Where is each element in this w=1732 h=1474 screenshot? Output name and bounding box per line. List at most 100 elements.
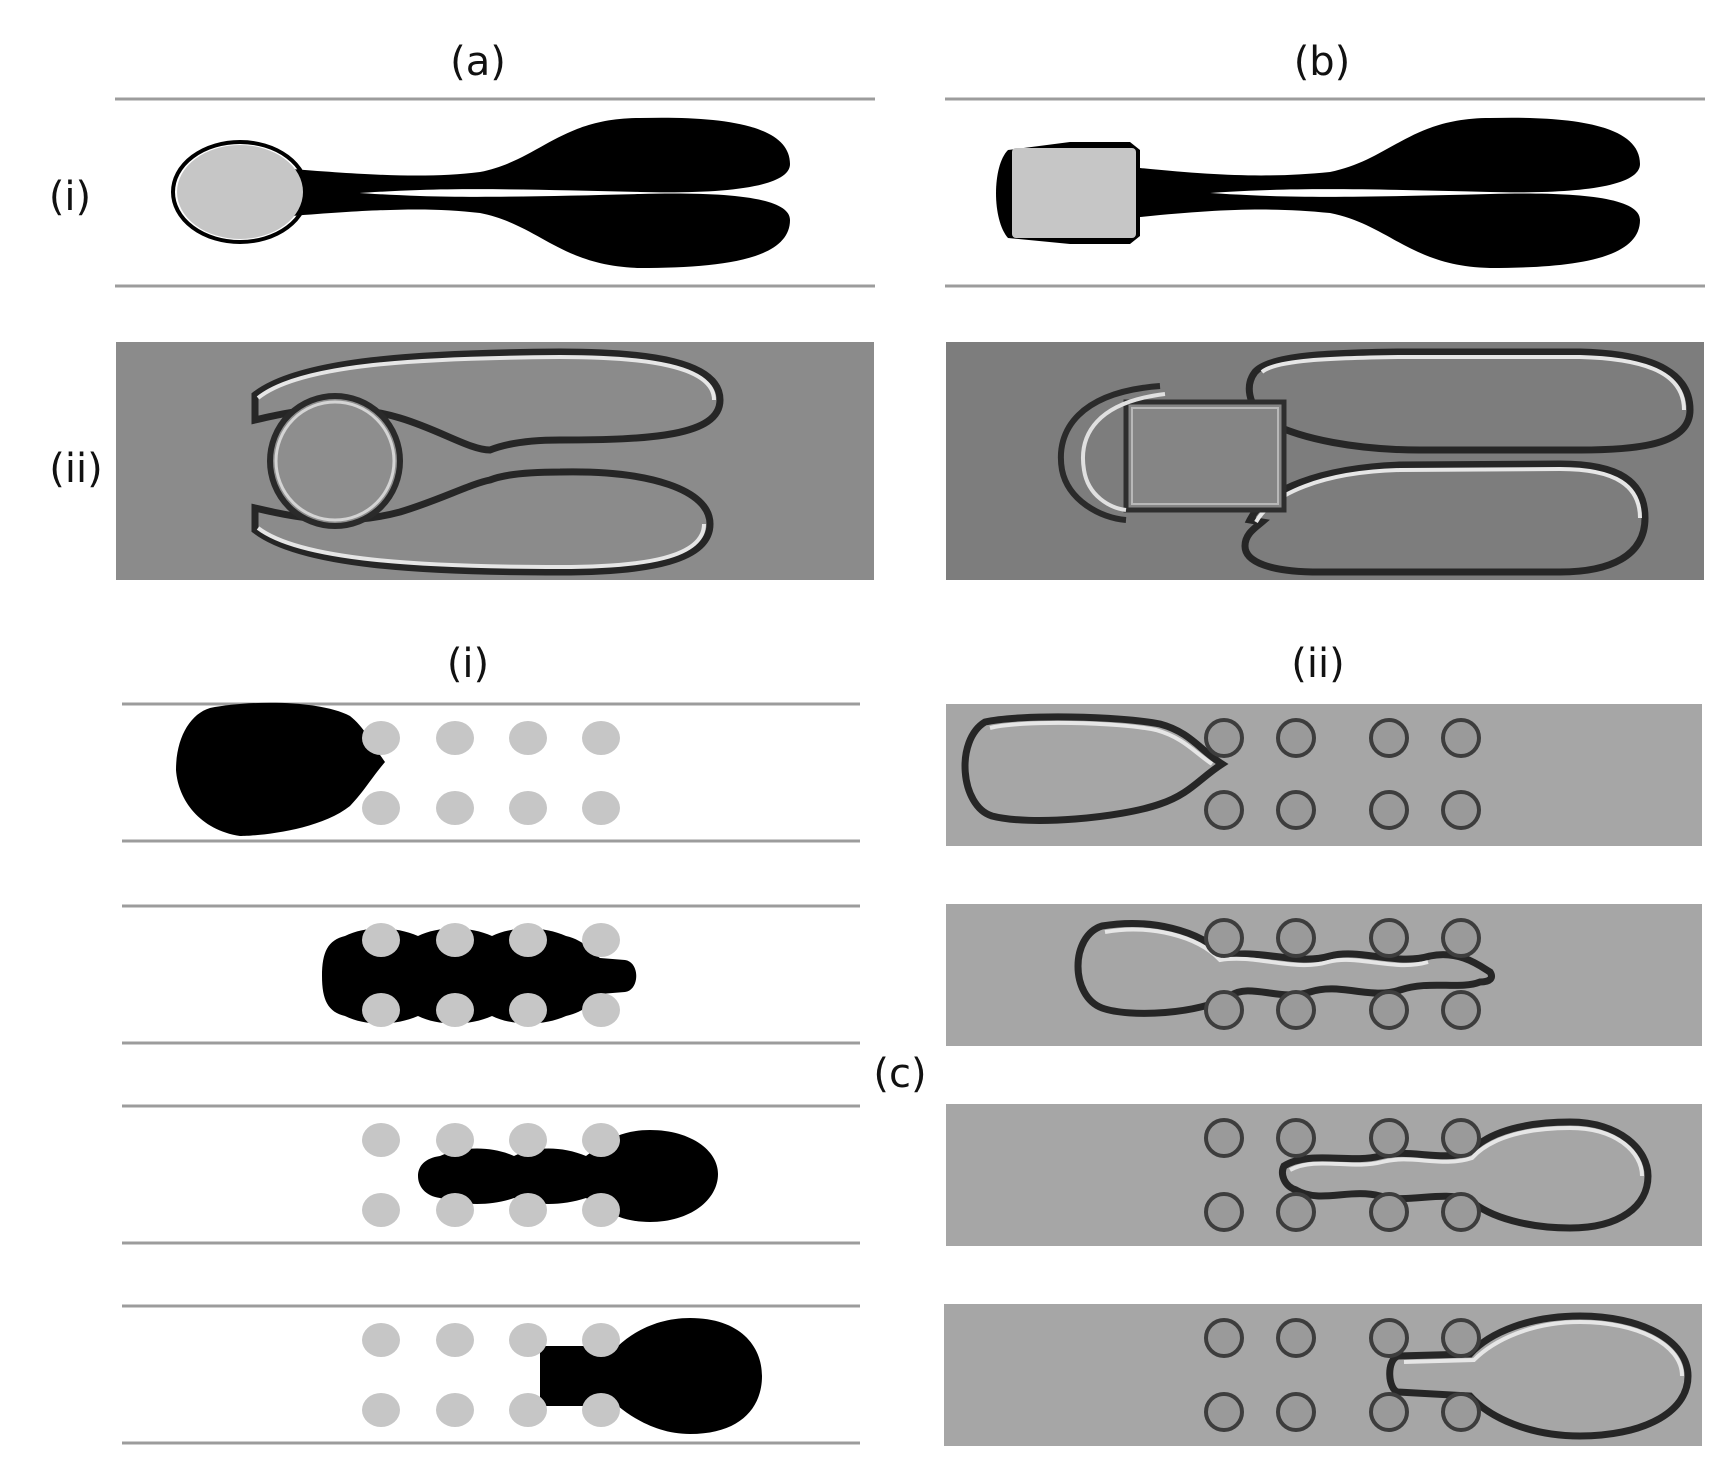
photo-background [946,704,1702,846]
pillar [1276,1192,1316,1232]
pillar [362,1193,400,1227]
frame-3 [362,1123,718,1227]
particle-highlight [274,400,396,522]
pillar [1369,1392,1409,1432]
pillar [582,1323,620,1357]
droplet-lower-finger [251,468,714,576]
droplet-rim-highlight [256,523,706,570]
pillar [436,1123,474,1157]
droplet-upper-lobe [1140,117,1640,199]
pillar [509,1123,547,1157]
pillar [1204,1192,1244,1232]
pillar [509,791,547,825]
circular-particle [177,145,303,239]
pillar [582,1123,620,1157]
pillar [1369,918,1409,958]
pillar [1276,1392,1316,1432]
pillar [509,993,547,1027]
pillar [1276,790,1316,830]
droplet-rim-highlight [989,720,1214,766]
frame-4 [362,1318,762,1434]
droplet-lower-finger [1241,460,1649,576]
row-ii-label: (ii) [49,446,102,492]
col-c-i-label: (i) [447,641,489,687]
pillar [1441,990,1481,1030]
pillar [436,791,474,825]
pillar [1369,718,1409,758]
droplet-rim-highlight [1104,927,1429,968]
photo-background [946,904,1702,1046]
pillar [436,993,474,1027]
panel-c-i-simulation [122,702,860,1445]
panel-b-i-simulation [945,97,1705,288]
droplet-film-crescent [1057,383,1161,523]
pillar [1369,1318,1409,1358]
droplet-lower-lobe [1140,187,1640,268]
pillar [509,923,547,957]
droplet-film-crescent-highlight [1081,392,1166,512]
pillar [509,1323,547,1357]
panel-b-label: (b) [1294,39,1351,85]
photo-background [944,1304,1702,1446]
pillar [362,923,400,957]
pillar [1369,790,1409,830]
pillar [1276,718,1316,758]
circular-particle [267,393,403,529]
panel-c-ii-photos [944,704,1702,1446]
pillar [362,993,400,1027]
droplet-lower-lobe [292,187,790,268]
pillar [509,1393,547,1427]
pillar [1369,1192,1409,1232]
photo-background [946,342,1704,580]
photo-background [116,342,874,580]
pillar [1204,1118,1244,1158]
square-particle [1012,148,1136,238]
square-particle [1123,399,1287,513]
row-i-label: (i) [49,174,91,220]
pillar [1204,790,1244,830]
pillar [1369,990,1409,1030]
droplet-upper-finger [251,348,724,454]
pillar [1441,1192,1481,1232]
pillar [1204,918,1244,958]
droplet-rim-highlight [1260,355,1686,411]
photo-frame-3 [946,1104,1702,1246]
pillar [362,791,400,825]
pillar [1276,990,1316,1030]
panel-a-i-simulation [115,97,875,288]
pillar [1441,718,1481,758]
photo-frame-4 [944,1304,1702,1446]
droplet [1074,920,1495,1017]
photo-frame-1 [946,704,1702,846]
pillar [509,721,547,755]
pillar [582,791,620,825]
pillar [509,1193,547,1227]
droplet [322,928,637,1024]
pillar [1204,718,1244,758]
pillar [436,1393,474,1427]
panel-a-ii-photo [116,342,874,580]
panel-c-label: (c) [873,1051,926,1097]
droplet-upper-lobe [292,117,790,199]
pillar [362,1123,400,1157]
frame-2 [322,923,637,1027]
pillar [362,721,400,755]
droplet-rim-highlight [1289,1125,1644,1177]
pillar [1441,790,1481,830]
pillar [582,993,620,1027]
photo-frame-2 [946,904,1702,1046]
pillar [1276,1118,1316,1158]
pillar [582,721,620,755]
droplet-rim-highlight [256,354,716,401]
pillar [436,1323,474,1357]
pillar [1204,1392,1244,1432]
pillar [1276,1318,1316,1358]
particle-highlight [1131,407,1279,505]
pillar [436,721,474,755]
pillar [436,923,474,957]
pillar [1369,1118,1409,1158]
panel-a-label: (a) [450,39,506,85]
droplet-film [171,140,309,244]
pillar [1441,1118,1481,1158]
